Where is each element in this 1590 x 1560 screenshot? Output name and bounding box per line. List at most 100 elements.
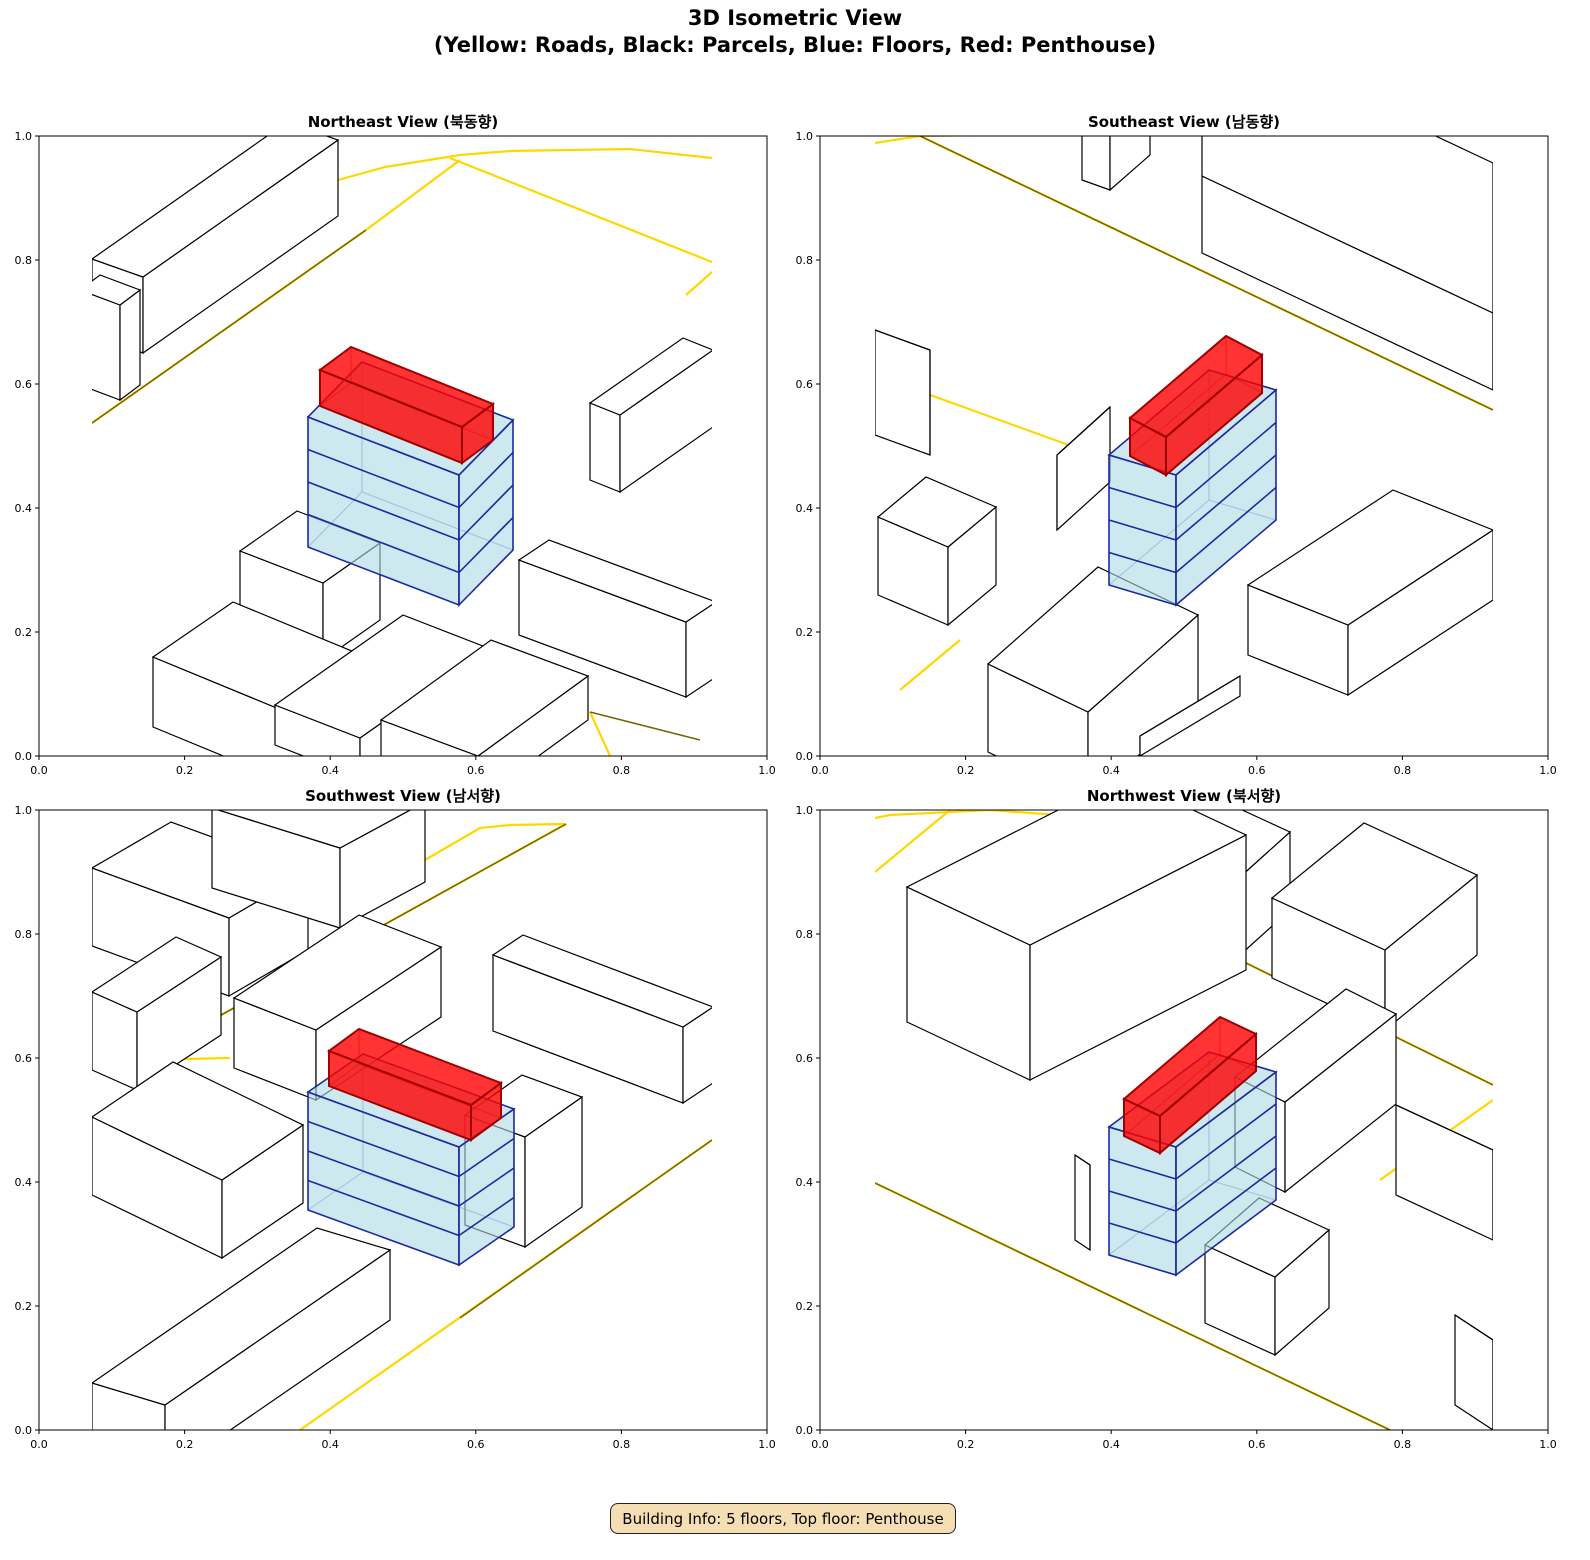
penthouse-volume-top-face	[326, 1027, 504, 1107]
y-tick-label: 0.6	[15, 1052, 33, 1065]
parcel-building	[1201, 136, 1493, 391]
parcel-building-top-face	[1270, 822, 1479, 951]
parcel-building	[588, 337, 712, 494]
parcel-building-left-face	[1454, 1313, 1493, 1430]
parcel-building-top-face	[92, 274, 142, 306]
y-tick-label: 0.4	[796, 502, 814, 515]
parcel-building-left-face	[1201, 175, 1493, 391]
parcel-building	[1074, 1153, 1091, 1252]
parcel-building-right-face	[119, 288, 141, 402]
road-line	[459, 1139, 712, 1319]
floor-line	[1108, 1103, 1277, 1180]
parcel-building-right-face	[682, 1006, 712, 1105]
road-line	[875, 810, 1101, 820]
floor-line	[307, 1150, 515, 1207]
y-tick-label: 0.2	[15, 626, 33, 639]
y-tick-label: 0.0	[15, 750, 33, 763]
parcel-building-top-face	[1074, 1154, 1091, 1166]
parcel-building	[491, 934, 712, 1105]
parcel-building	[1270, 822, 1479, 1032]
axes-frame	[819, 809, 1549, 1431]
parcel-building-left-face	[1074, 1153, 1091, 1252]
parcel-building-top-face	[986, 566, 1200, 713]
scene	[875, 810, 1493, 1430]
road-line	[337, 147, 712, 182]
x-tick-label: 0.4	[1102, 1438, 1120, 1451]
scene	[875, 136, 1493, 756]
parcel-building-right-face	[685, 603, 712, 699]
floor-line	[307, 1179, 515, 1237]
x-tick-label: 0.0	[30, 1438, 48, 1451]
y-tick-label: 0.4	[796, 1176, 814, 1189]
parcel-building-right-face	[1347, 529, 1493, 697]
road-line	[92, 229, 367, 424]
parcel-building-left-face	[589, 402, 621, 493]
road-line	[589, 711, 701, 741]
y-tick-label: 0.8	[15, 254, 33, 267]
penthouse-volume	[1128, 334, 1264, 478]
parcel-building	[92, 936, 223, 1092]
x-tick-label: 0.0	[811, 764, 829, 777]
x-tick-label: 0.8	[1394, 1438, 1412, 1451]
parcel-building	[92, 274, 142, 402]
penthouse-volume	[326, 1027, 504, 1142]
parcel-building	[92, 1227, 392, 1430]
parcel-building-right-face	[1109, 136, 1151, 192]
road-line	[899, 639, 961, 691]
parcel-building-top-face	[1454, 1314, 1493, 1341]
parcel-building-top-face	[1246, 489, 1493, 626]
floor-line	[307, 513, 514, 574]
floor-line	[1108, 486, 1277, 574]
parcel-building	[875, 329, 931, 456]
road-line	[588, 711, 612, 756]
parcel-building-top-face	[876, 476, 998, 548]
parcel-building	[211, 810, 426, 930]
parcel-building-left-face	[875, 329, 931, 456]
penthouse-volume	[1122, 1015, 1258, 1156]
parcel-building	[379, 639, 590, 756]
parcel-building-top-face	[92, 1061, 305, 1181]
x-tick-label: 0.8	[613, 764, 631, 777]
x-tick-label: 0.4	[321, 764, 339, 777]
road-line	[685, 271, 712, 296]
parcel-building	[1395, 1104, 1493, 1241]
axes-frame	[38, 135, 768, 757]
x-tick-label: 1.0	[758, 1438, 776, 1451]
floor-line	[1108, 454, 1277, 541]
y-tick-label: 1.0	[796, 804, 814, 817]
parcel-building-top-face	[92, 136, 340, 278]
axes-frame	[819, 135, 1549, 757]
parcel-building-top-face	[232, 914, 443, 1031]
parcel-building-left-face	[1395, 1104, 1493, 1241]
y-tick-label: 0.0	[796, 750, 814, 763]
parcel-building-top-face	[92, 936, 223, 1013]
parcel-building-top-face	[216, 810, 412, 849]
parcel-building	[1203, 1197, 1331, 1357]
parcel-building-top-face	[379, 639, 590, 756]
road-line	[449, 156, 712, 264]
y-tick-label: 0.6	[796, 378, 814, 391]
subplot-title: Northwest View (북서향)	[1087, 787, 1281, 805]
parcel-building-right-face	[339, 810, 426, 930]
x-tick-label: 0.2	[176, 1438, 194, 1451]
parcel-building-top-face	[875, 329, 931, 351]
y-tick-label: 1.0	[15, 130, 33, 143]
parcel-building	[876, 476, 998, 627]
parcel-building	[517, 539, 712, 699]
x-tick-label: 1.0	[1539, 1438, 1557, 1451]
y-tick-label: 0.4	[15, 502, 33, 515]
floor-line	[307, 1120, 515, 1178]
y-tick-label: 0.8	[15, 928, 33, 941]
y-tick-label: 0.2	[15, 1300, 33, 1313]
axes-frame	[38, 809, 768, 1431]
floor-line	[307, 481, 514, 541]
penthouse-volume-top-face	[317, 345, 496, 429]
x-tick-label: 0.6	[1248, 1438, 1266, 1451]
parcel-building	[1139, 674, 1241, 756]
floor-line	[1108, 1135, 1277, 1212]
penthouse-volume-top-face	[1122, 1015, 1258, 1118]
parcel-building-top-face	[1056, 406, 1111, 456]
road-line	[919, 136, 1493, 411]
x-tick-label: 0.2	[176, 764, 194, 777]
